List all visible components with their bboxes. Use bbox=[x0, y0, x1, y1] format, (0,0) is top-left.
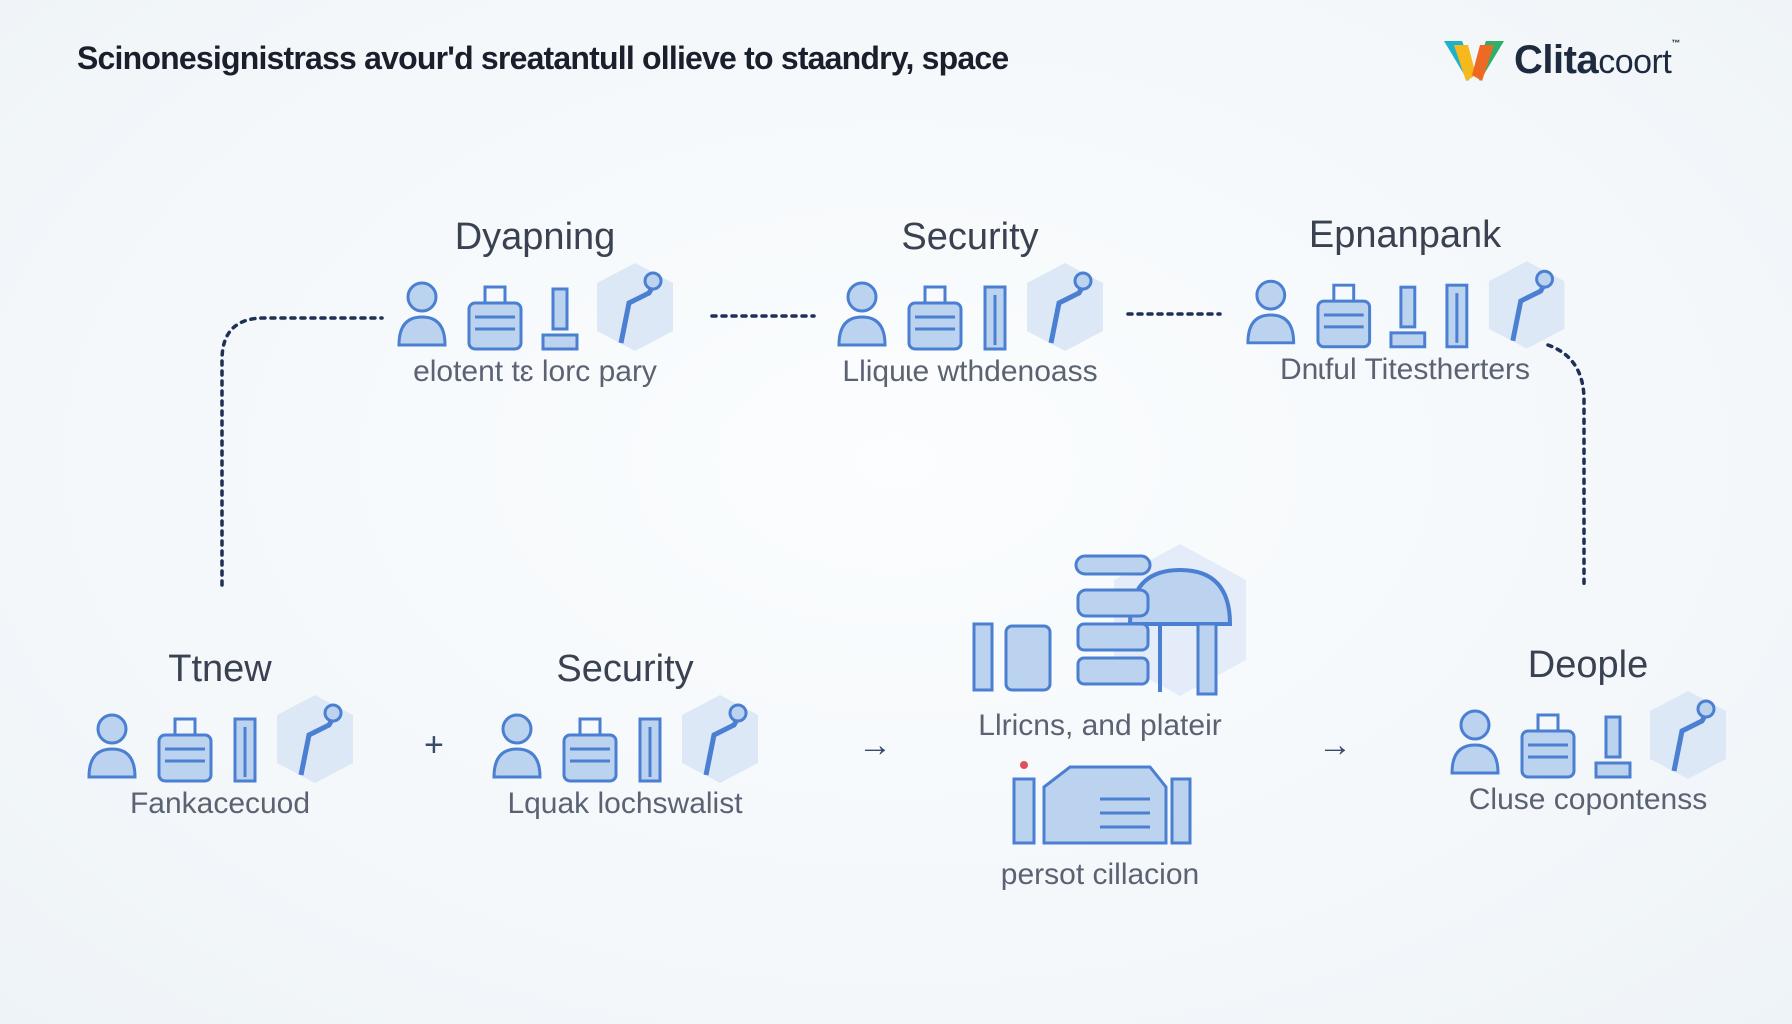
arrow-operator-2: → bbox=[1318, 726, 1352, 764]
server-rack-icon bbox=[562, 717, 618, 783]
node-title: Dyapning bbox=[454, 216, 616, 258]
pillar-icon bbox=[638, 717, 662, 783]
icon-group bbox=[380, 259, 690, 355]
node-center: Llricns, and plateir persot cillacion bbox=[940, 540, 1260, 892]
node-deople: Deople Cluse copontenss bbox=[1428, 644, 1748, 817]
node-subtitle: Lliquɩe wthdenoass bbox=[842, 355, 1098, 388]
node-title: Llricns, and plateir bbox=[978, 709, 1222, 742]
server-rack-icon bbox=[907, 285, 963, 351]
icon-group bbox=[1240, 257, 1570, 353]
robot-arm-icon bbox=[1027, 263, 1103, 351]
server-rack-icon bbox=[1520, 713, 1576, 779]
icon-group bbox=[820, 259, 1120, 355]
person-icon bbox=[837, 281, 887, 347]
pillar-icon bbox=[983, 285, 1007, 351]
node-ttnew: Ttnew Fankacecuod bbox=[70, 648, 370, 821]
node-title: Epnanpank bbox=[1308, 214, 1502, 256]
icon-group bbox=[1428, 687, 1748, 783]
lab-equipment-icon bbox=[972, 544, 1246, 696]
node-dyapning: Dyapning elotent tɛ lorc pary bbox=[380, 216, 690, 389]
icon-group bbox=[70, 691, 370, 787]
server-rack-icon bbox=[157, 717, 213, 783]
node-subtitle: Lquak lochswalist bbox=[507, 787, 743, 820]
person-icon bbox=[1246, 279, 1296, 345]
person-icon bbox=[492, 713, 542, 779]
robot-arm-icon bbox=[597, 263, 673, 351]
robot-arm-icon bbox=[277, 695, 353, 783]
person-icon bbox=[397, 281, 447, 347]
node-security-top: Security Lliquɩe wthdenoass bbox=[820, 216, 1120, 389]
node-epnanpank: Epnanpank Dnɩful Titestherters bbox=[1240, 214, 1570, 387]
brand-logo: Clitacoort™ bbox=[1440, 30, 1680, 90]
connector-left bbox=[220, 316, 384, 587]
microscope-icon bbox=[541, 287, 579, 351]
node-title: Security bbox=[901, 216, 1039, 258]
icon-group bbox=[480, 691, 770, 787]
microscope-icon bbox=[1594, 715, 1632, 779]
person-icon bbox=[87, 713, 137, 779]
node-subtitle: Fankacecuod bbox=[129, 787, 311, 820]
server-rack-icon bbox=[467, 285, 523, 351]
brand-name: Clitacoort™ bbox=[1514, 37, 1680, 82]
arrow-operator-1: → bbox=[858, 726, 892, 764]
microscope-icon bbox=[1389, 285, 1427, 349]
page-title: Scinonesignistrass avour'd sreatantull o… bbox=[77, 40, 1009, 76]
person-icon bbox=[1450, 709, 1500, 775]
node-subtitle: persot cillacion bbox=[1000, 858, 1200, 891]
node-title: Deople bbox=[1527, 644, 1649, 686]
node-subtitle: Cluse copontenss bbox=[1468, 783, 1708, 816]
robot-arm-icon bbox=[682, 695, 758, 783]
node-title: Security bbox=[556, 648, 694, 690]
node-security-bottom: Security Lquak lochswalist bbox=[480, 648, 770, 821]
plus-operator: + bbox=[424, 726, 444, 764]
control-unit-icon bbox=[1012, 761, 1192, 845]
brand-mark-icon bbox=[1444, 41, 1504, 81]
node-title: Ttnew bbox=[168, 648, 272, 690]
node-subtitle: Dnɩful Titestherters bbox=[1279, 353, 1531, 386]
pillar-icon bbox=[1445, 283, 1469, 349]
robot-arm-icon bbox=[1650, 691, 1726, 779]
connector-right bbox=[1546, 343, 1586, 590]
robot-arm-icon bbox=[1488, 261, 1565, 349]
node-subtitle: elotent tɛ lorc pary bbox=[413, 355, 657, 388]
pillar-icon bbox=[233, 717, 257, 783]
server-rack-icon bbox=[1316, 283, 1371, 349]
